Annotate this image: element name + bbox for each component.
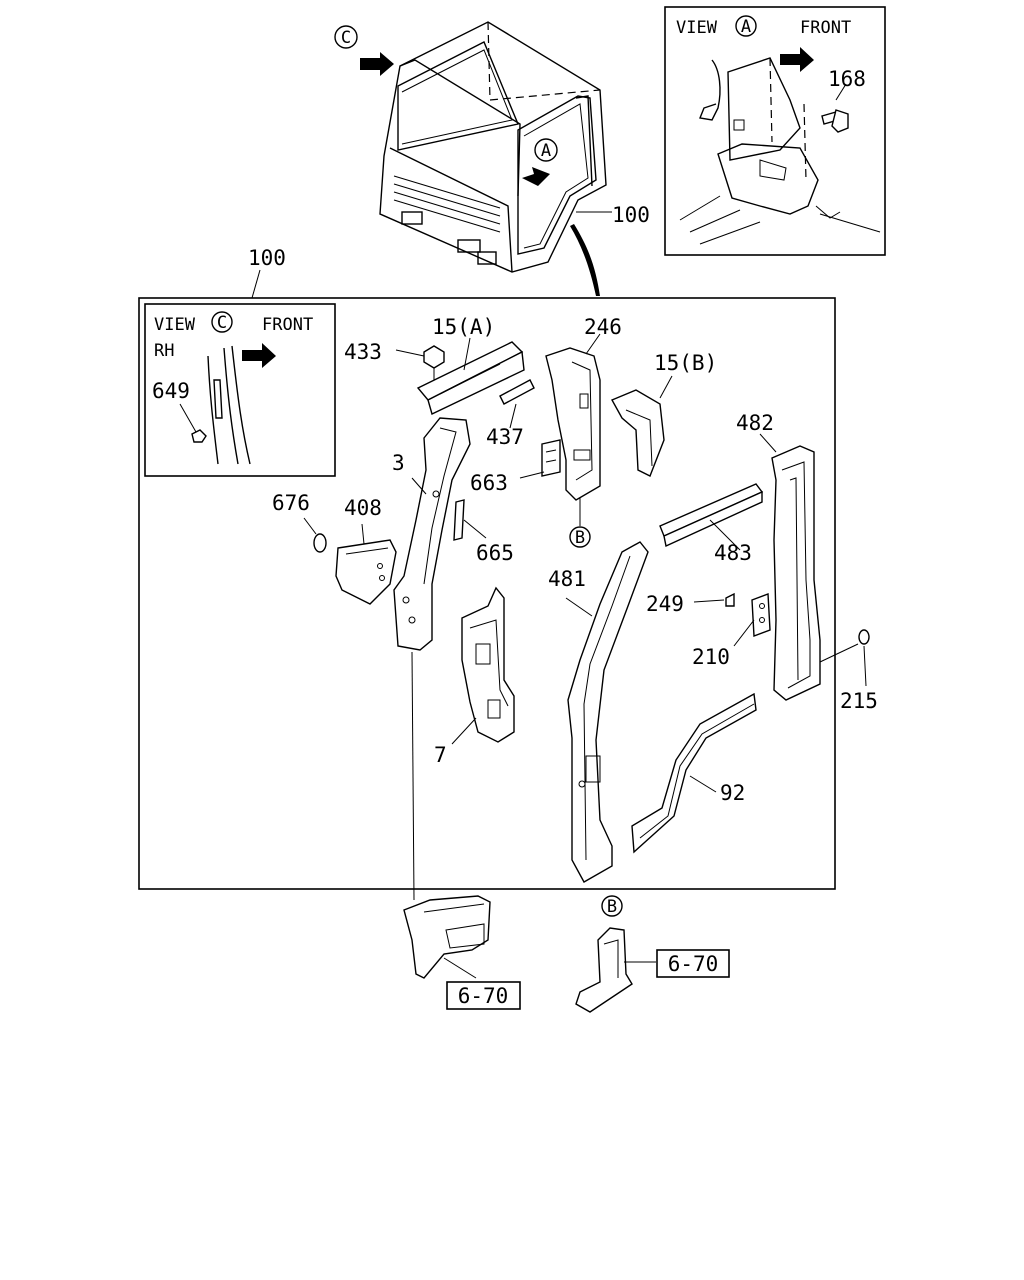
part-665-label: 665	[476, 541, 514, 565]
part-483-label: 483	[714, 541, 752, 565]
ref-box-left-label: 6-70	[458, 984, 509, 1008]
part-663-label: 663	[470, 471, 508, 495]
part-15a-rail: 15(A)	[416, 315, 525, 415]
part-210-label: 210	[692, 645, 730, 669]
part-249-label: 249	[646, 592, 684, 616]
view-c-title: VIEW	[154, 315, 196, 335]
view-c-inset: VIEW C FRONT RH 649	[144, 303, 336, 477]
part-433-nut: 433	[344, 340, 445, 388]
part-7-panel: 7	[434, 586, 515, 767]
lower-left-floor-bracket: 6-70	[403, 895, 521, 1010]
part-246-label: 246	[584, 315, 622, 339]
part-482-pillar: 482	[736, 411, 821, 701]
part-215-grommet: 215	[819, 629, 878, 713]
part-481-label: 481	[548, 567, 586, 591]
part-437-label: 437	[486, 425, 524, 449]
part-481-pillar: 481	[548, 541, 649, 883]
part-246-pillar: 246	[545, 315, 622, 501]
part-483-rail: 483	[659, 483, 764, 565]
view-c-part-label: 649	[152, 379, 190, 403]
part-249-clip: 249	[646, 592, 735, 616]
cab-callout-label: 100	[612, 203, 650, 227]
part-7-label: 7	[434, 743, 447, 767]
marker-b-upper: B	[575, 528, 585, 548]
part-215-label: 215	[840, 689, 878, 713]
part-15b-bracket: 15(B)	[611, 351, 717, 477]
front-arrow-icon	[780, 47, 814, 72]
part-676-label: 676	[272, 491, 310, 515]
view-a-direction: FRONT	[800, 18, 851, 38]
cab-marker-a: A	[541, 141, 551, 161]
lower-right-floor-bracket: B 6-70	[575, 895, 730, 1013]
view-a-part-label: 168	[828, 67, 866, 91]
ref-box-right	[656, 949, 730, 978]
part-437-bracket: 437	[486, 379, 535, 449]
part-92-rocker: 92	[631, 692, 757, 854]
ref-box-left	[446, 981, 521, 1010]
part-676-seal: 676	[272, 491, 327, 553]
part-15b-label: 15(B)	[654, 351, 717, 375]
view-c-direction: FRONT	[262, 315, 313, 335]
view-a-arrow-icon	[522, 167, 550, 190]
ref-box-right-label: 6-70	[668, 952, 719, 976]
part-92-label: 92	[720, 781, 745, 805]
marker-b-lower: B	[607, 897, 617, 917]
part-433-label: 433	[344, 340, 382, 364]
part-210-plate: 210	[692, 593, 771, 669]
part-15a-label: 15(A)	[432, 315, 495, 339]
view-a-inset: VIEW A FRONT 168	[664, 6, 886, 256]
part-482-label: 482	[736, 411, 774, 435]
front-arrow-icon	[242, 343, 276, 368]
cab-illustration: C A 100	[334, 21, 650, 296]
view-c-arrow-icon	[360, 52, 394, 76]
view-c-side: RH	[154, 341, 174, 361]
part-408-label: 408	[344, 496, 382, 520]
cab-marker-c: C	[341, 28, 351, 48]
part-408-bracket: 408	[335, 496, 397, 605]
part-663-clip: 663	[470, 439, 561, 495]
part-3-label: 3	[392, 451, 405, 475]
view-c-letter: C	[217, 313, 227, 333]
main-callout-label: 100	[248, 246, 286, 270]
view-a-letter: A	[741, 17, 751, 37]
main-parts-frame: 100	[138, 246, 836, 890]
view-a-title: VIEW	[676, 18, 718, 38]
part-3-pillar: 3	[392, 417, 471, 651]
part-665-strip: 665	[453, 499, 514, 565]
